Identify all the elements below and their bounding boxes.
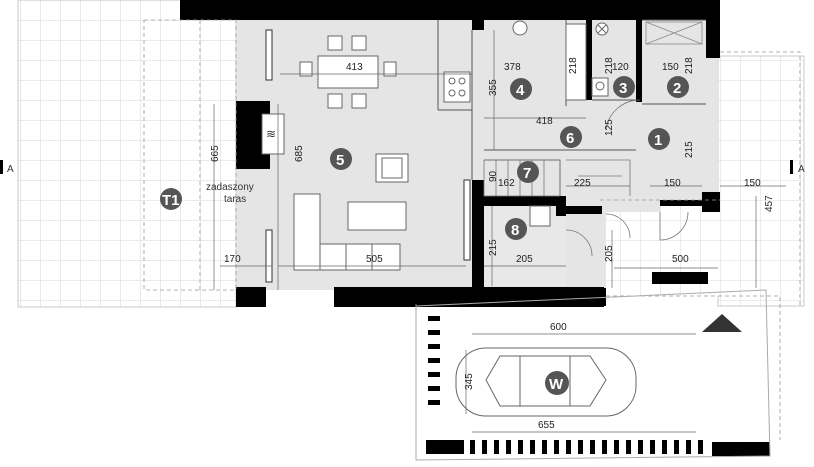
dim-218-a: 218: [568, 57, 579, 74]
doors: [565, 99, 689, 257]
fireplace-icon: ≋: [266, 127, 276, 141]
living-furniture: [293, 153, 409, 271]
terrace-label-line2: taras: [224, 194, 246, 205]
dim-225: 225: [574, 178, 591, 189]
dim-505: 505: [366, 254, 383, 265]
dim-378: 378: [504, 62, 521, 73]
dim-345: 345: [464, 373, 475, 390]
room-markers: [160, 76, 689, 395]
dim-500: 500: [672, 254, 689, 265]
dimension-lines: [213, 30, 786, 433]
room-8-floor: [484, 206, 566, 286]
windows: [265, 29, 471, 283]
dining-set: [299, 35, 397, 109]
dim-205-b: 205: [604, 245, 615, 262]
dim-215-a: 215: [684, 141, 695, 158]
dim-120: 120: [612, 62, 629, 73]
dim-218-b: 218: [604, 57, 615, 74]
room-t1-number: T1: [162, 192, 180, 209]
walls: [180, 0, 770, 456]
room-1-number: 1: [654, 132, 662, 149]
wardrobe: [645, 21, 703, 45]
terrace-label-line1: zadaszony: [206, 182, 254, 193]
dim-162: 162: [498, 178, 515, 189]
kitchen: [443, 20, 587, 103]
dim-150-b: 150: [664, 178, 681, 189]
dim-355: 355: [488, 79, 499, 96]
dim-600: 600: [550, 322, 567, 333]
dim-685: 685: [294, 145, 305, 162]
room-4-number: 4: [516, 82, 525, 99]
dim-170: 170: [224, 254, 241, 265]
room-2-number: 2: [673, 80, 681, 97]
dim-205-a: 205: [516, 254, 533, 265]
dim-665: 665: [210, 145, 221, 162]
dim-218-c: 218: [684, 57, 695, 74]
dim-413: 413: [346, 62, 363, 73]
driveway-markers: [428, 316, 440, 405]
room-3-number: 3: [619, 80, 627, 97]
dim-457: 457: [764, 195, 775, 212]
dim-655: 655: [538, 420, 555, 431]
room-6-number: 6: [566, 130, 574, 147]
bathroom-fixtures: [529, 22, 609, 227]
dim-150-c: 150: [744, 178, 761, 189]
dim-125: 125: [604, 119, 615, 136]
room-7-number: 7: [523, 165, 531, 182]
dim-150-a: 150: [662, 62, 679, 73]
section-mark-left: A: [7, 164, 14, 175]
terrace-tiles: [17, 0, 237, 308]
driveway-markers-bottom: [470, 440, 703, 454]
section-line-left: [0, 160, 3, 174]
driveway: [415, 289, 771, 461]
section-mark-right: A: [798, 164, 805, 175]
dim-418: 418: [536, 116, 553, 127]
dim-90: 90: [488, 170, 499, 182]
garage-w-number: W: [549, 376, 564, 393]
fireplace: [261, 113, 285, 155]
section-line-right: [790, 160, 793, 174]
room-8-number: 8: [511, 222, 519, 239]
dim-215-b: 215: [488, 239, 499, 256]
north-arrow-icon: [702, 314, 742, 332]
room-5-number: 5: [336, 152, 344, 169]
